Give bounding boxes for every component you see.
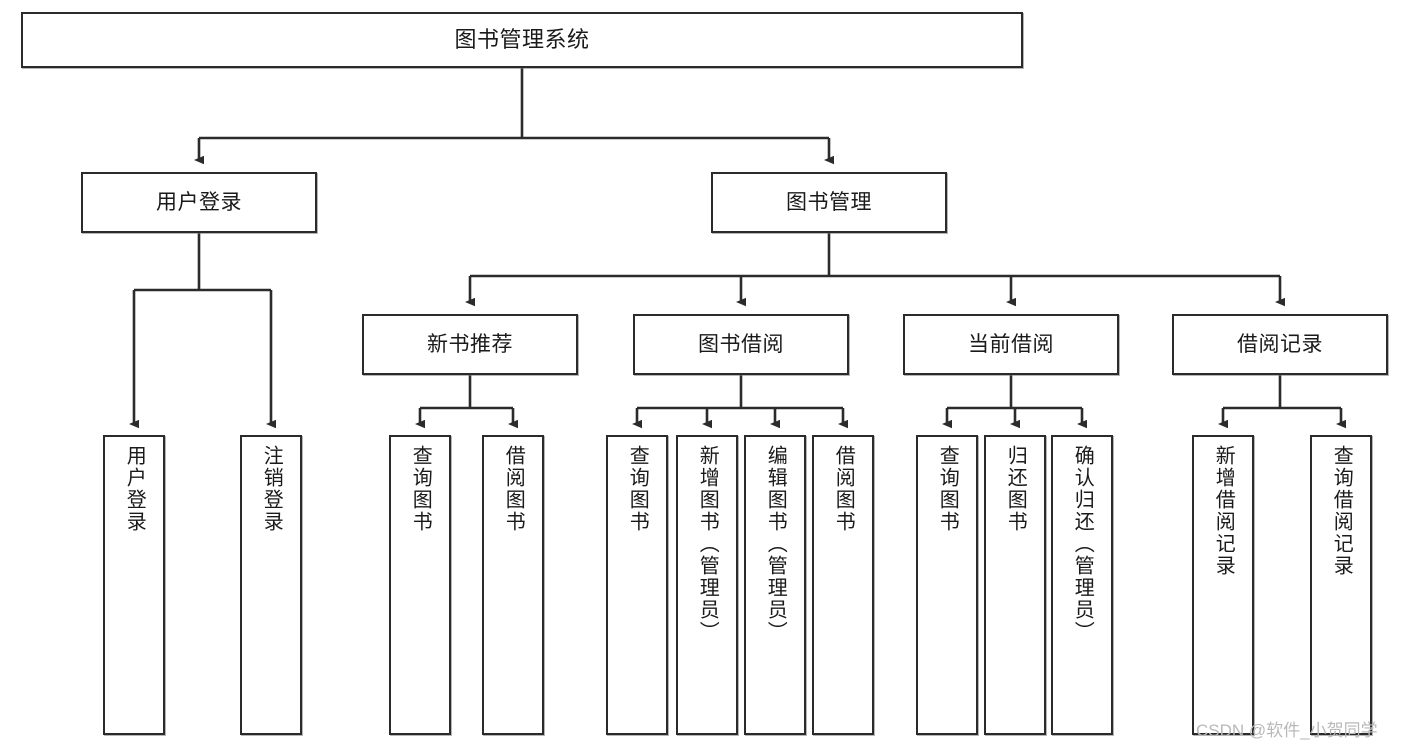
node-root[interactable]: 图书管理系统 (21, 12, 1023, 68)
leaf-logout-label: 注销登录 (260, 445, 283, 533)
leaf-query-book-2[interactable]: 查询图书 (606, 435, 668, 735)
leaf-edit-book[interactable]: 编辑图书（管理员） (744, 435, 806, 735)
node-book-borrow[interactable]: 图书借阅 (633, 314, 849, 375)
node-user-login[interactable]: 用户登录 (81, 172, 317, 233)
leaf-add-book-label: 新增图书（管理员） (696, 445, 719, 643)
node-borrow-record-label: 借阅记录 (1237, 332, 1323, 356)
leaf-query-book-2-label: 查询图书 (626, 445, 649, 533)
leaf-borrow-book-1[interactable]: 借阅图书 (482, 435, 544, 735)
leaf-add-record[interactable]: 新增借阅记录 (1192, 435, 1254, 735)
leaf-confirm-return[interactable]: 确认归还（管理员） (1051, 435, 1113, 735)
node-borrow-record[interactable]: 借阅记录 (1172, 314, 1388, 375)
leaf-edit-book-label: 编辑图书（管理员） (764, 445, 787, 643)
node-new-book-rec-label: 新书推荐 (427, 332, 513, 356)
leaf-user-login-label: 用户登录 (123, 445, 146, 533)
node-root-label: 图书管理系统 (454, 26, 590, 52)
leaf-query-book-3[interactable]: 查询图书 (916, 435, 978, 735)
leaf-add-record-label: 新增借阅记录 (1212, 445, 1235, 577)
leaf-query-book-1-label: 查询图书 (409, 445, 432, 533)
node-book-borrow-label: 图书借阅 (698, 332, 784, 356)
leaf-query-book-1[interactable]: 查询图书 (389, 435, 451, 735)
leaf-query-record-label: 查询借阅记录 (1330, 445, 1353, 577)
node-user-login-label: 用户登录 (156, 190, 242, 214)
node-book-manage-label: 图书管理 (786, 190, 872, 214)
leaf-borrow-book-2-label: 借阅图书 (832, 445, 855, 533)
node-new-book-rec[interactable]: 新书推荐 (362, 314, 578, 375)
leaf-confirm-return-label: 确认归还（管理员） (1071, 445, 1094, 643)
leaf-logout[interactable]: 注销登录 (240, 435, 302, 735)
node-current-borrow-label: 当前借阅 (968, 332, 1054, 356)
leaf-query-book-3-label: 查询图书 (936, 445, 959, 533)
node-book-manage[interactable]: 图书管理 (711, 172, 947, 233)
leaf-return-book-label: 归还图书 (1004, 445, 1027, 533)
leaf-query-record[interactable]: 查询借阅记录 (1310, 435, 1372, 735)
leaf-return-book[interactable]: 归还图书 (984, 435, 1046, 735)
leaf-borrow-book-1-label: 借阅图书 (502, 445, 525, 533)
csdn-watermark: CSDN @软件_小贺同学 (1196, 721, 1378, 740)
leaf-add-book[interactable]: 新增图书（管理员） (676, 435, 738, 735)
leaf-user-login[interactable]: 用户登录 (103, 435, 165, 735)
node-current-borrow[interactable]: 当前借阅 (903, 314, 1119, 375)
leaf-borrow-book-2[interactable]: 借阅图书 (812, 435, 874, 735)
